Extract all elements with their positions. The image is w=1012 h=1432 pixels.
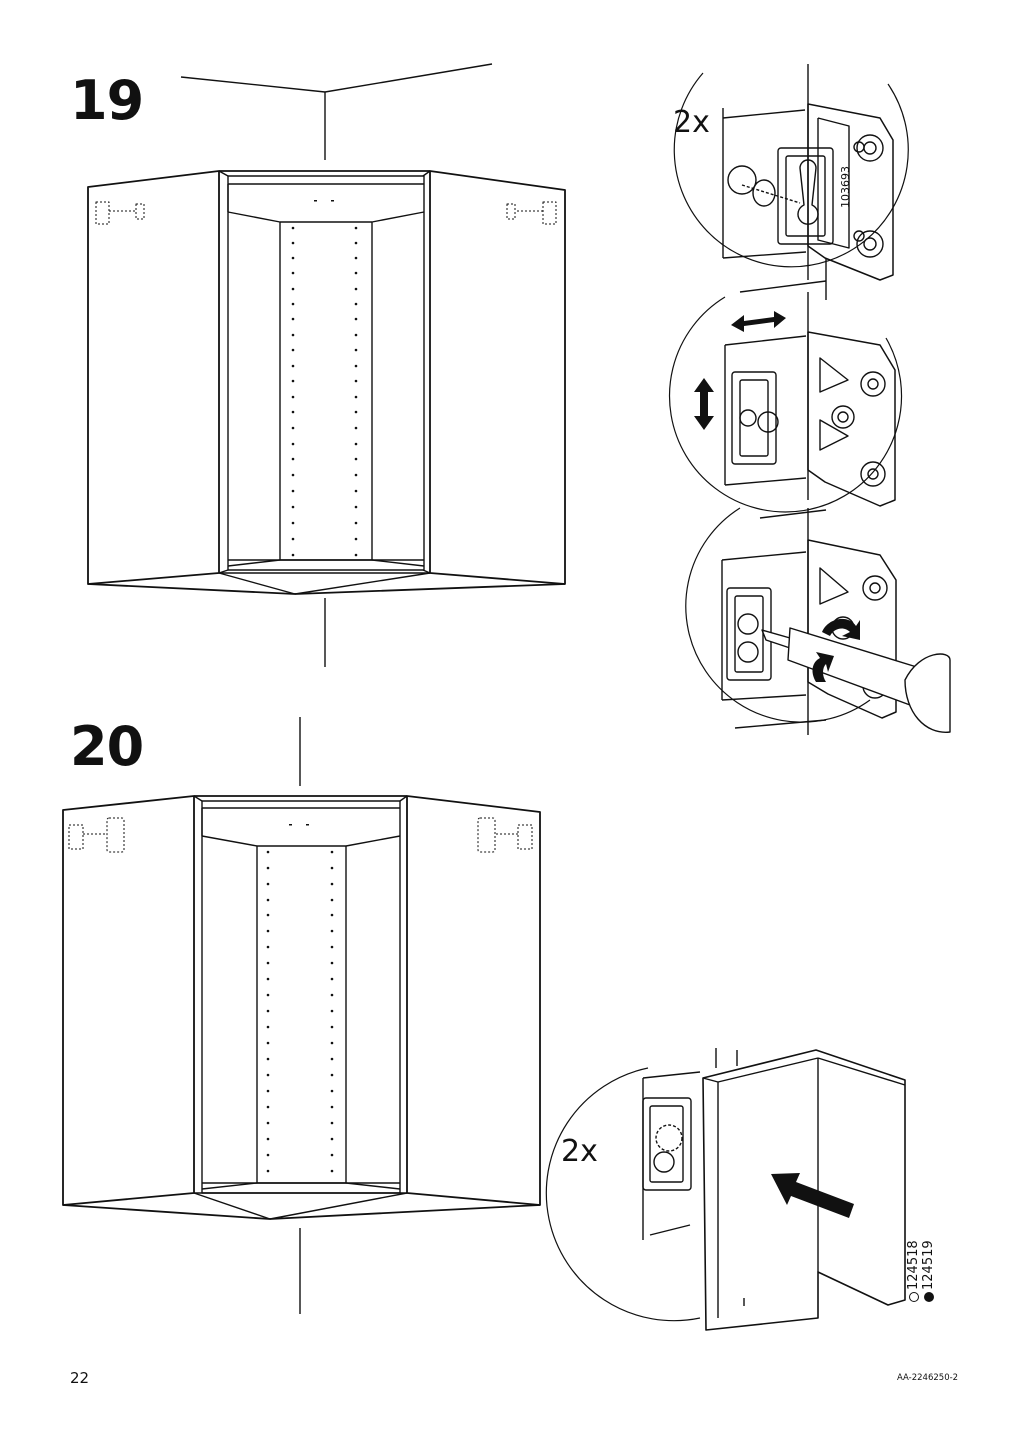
hidden-fittings [68,817,533,853]
part-ref-open: 124518 [906,1240,921,1302]
open-circle-icon [908,1292,919,1302]
part-ref-filled-code: 124519 [921,1240,936,1290]
hidden-fittings [95,201,557,225]
filled-circle-icon [923,1292,934,1302]
detail-adjust-bracket [668,292,903,519]
shelf-pin-holes [291,200,358,557]
shelf-pin-holes [266,824,334,1173]
document-code: AA-2246250-2 [897,1373,959,1383]
rotate-arrow-icon [812,618,860,682]
part-ref-filled: 124519 [921,1240,936,1302]
quantity-label-step20: 2x [561,1134,598,1169]
screwdriver-icon [761,627,951,733]
push-arrow-icon [771,1173,854,1218]
bracket-part-code: 103693 [839,166,852,208]
quantity-label-step19: 2x [673,105,710,140]
step20-cabinet-drawing [62,717,541,1314]
step19-cabinet-drawing [87,63,566,667]
detail-cover-cap [545,1048,906,1331]
detail-hang-bracket [673,64,909,300]
cover-cap-part-reference: 124518 124519 [906,1240,936,1302]
double-arrow-horizontal-icon [731,311,786,332]
double-arrow-vertical-icon [694,378,714,430]
part-ref-open-code: 124518 [906,1240,921,1290]
detail-tighten-screw [685,507,897,735]
step-number-19: 19 [70,69,144,132]
step-number-20: 20 [70,715,144,778]
page-number: 22 [70,1369,90,1387]
